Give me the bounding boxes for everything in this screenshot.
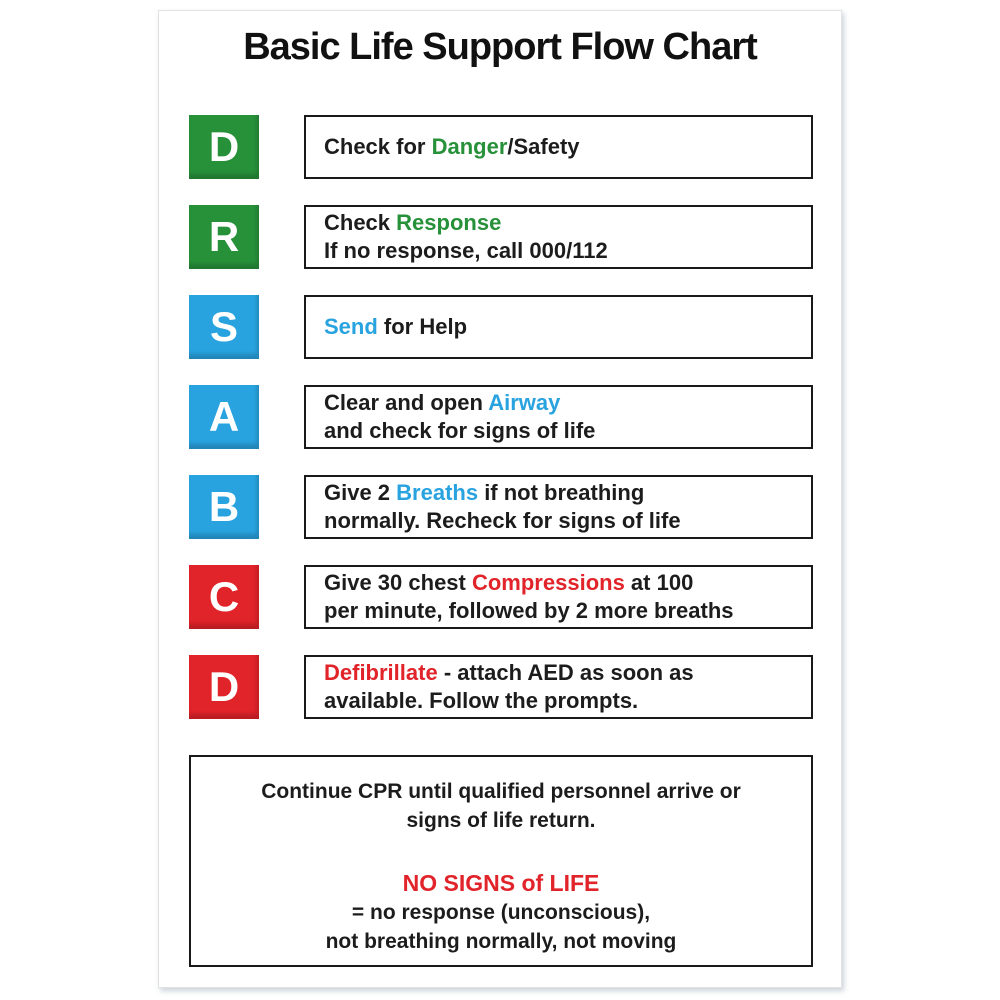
step-row-s: S Send for Help [189, 295, 813, 359]
step-letter-tile: A [189, 385, 259, 449]
footer-definition-line-2: not breathing normally, not moving [325, 930, 677, 953]
no-signs-of-life-heading: NO SIGNS of LIFE [402, 870, 600, 896]
step-text-box: Check for Danger/Safety [304, 115, 813, 179]
step-text: Check for Danger/Safety [324, 134, 580, 159]
step-letter-tile: D [189, 655, 259, 719]
step-letter-tile: R [189, 205, 259, 269]
page-title: Basic Life Support Flow Chart [243, 26, 758, 68]
step-text: Send for Help [324, 314, 468, 339]
footer-continue-line-1: Continue CPR until qualified personnel a… [261, 780, 741, 803]
footer-note-box: Continue CPR until qualified personnel a… [189, 755, 813, 967]
step-letter-tile: D [189, 115, 259, 179]
footer-definition-line-1: = no response (unconscious), [351, 901, 651, 924]
step-letter-tile: S [189, 295, 259, 359]
bls-flow-chart-poster: Basic Life Support Flow Chart D Check for… [158, 10, 842, 988]
step-letter-tile: C [189, 565, 259, 629]
footer-continue-line-2: signs of life return. [406, 809, 596, 832]
step-text-box: Send for Help [304, 295, 813, 359]
step-row-d: D Check for Danger/Safety [189, 115, 813, 179]
step-letter-tile: B [189, 475, 259, 539]
